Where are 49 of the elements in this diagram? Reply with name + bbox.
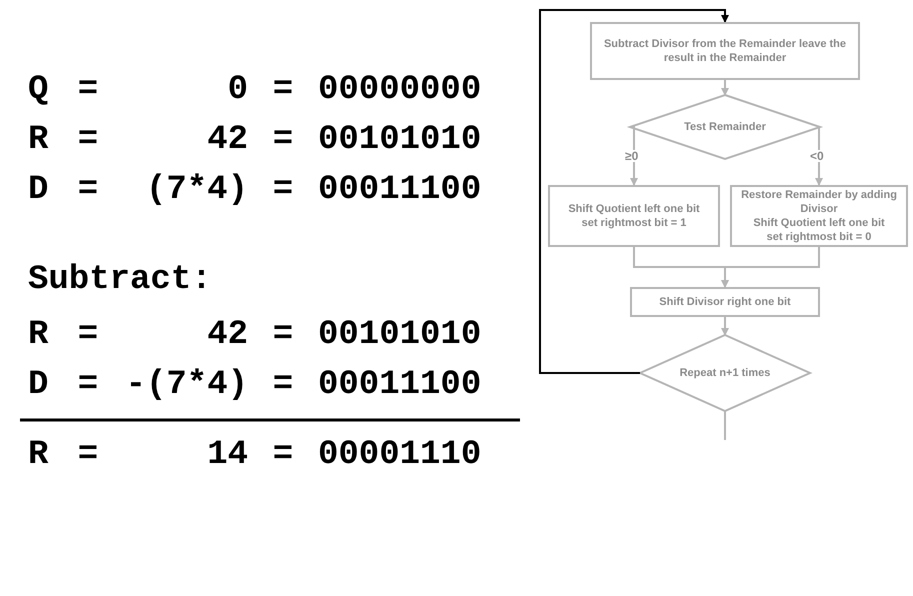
node-text: Restore Remainder by adding Divisor (740, 188, 898, 216)
connector-arrow (721, 80, 729, 96)
section-heading: Subtract: (28, 260, 212, 300)
equals-sign: = (272, 70, 294, 110)
connector-arrow (539, 9, 729, 374)
node-text: Subtract Divisor from the Remainder leave the result in the Remainder (602, 37, 848, 65)
equals-sign: = (76, 315, 100, 355)
decimal-value: 42 (206, 315, 248, 355)
process-box (730, 185, 908, 247)
node-text: Repeat n+1 times (680, 366, 770, 380)
node-text: set rightmost bit = 1 (582, 216, 686, 230)
binary-value: 00000000 (318, 70, 482, 110)
binary-value: 00101010 (318, 120, 482, 160)
equals-sign: = (272, 315, 294, 355)
equals-sign: = (272, 435, 294, 475)
variable-name: R (28, 315, 50, 355)
equals-sign: = (272, 170, 294, 210)
binary-value: 00011100 (318, 170, 482, 210)
node-text: Shift Divisor right one bit (659, 295, 791, 309)
equals-sign: = (272, 120, 294, 160)
binary-value: 00101010 (318, 315, 482, 355)
node-text: Shift Quotient left one bit (568, 202, 700, 216)
process-box (590, 22, 860, 80)
node-text: Shift Quotient left one bit (753, 216, 885, 230)
connector-arrow (721, 317, 729, 336)
equals-sign: = (76, 365, 100, 405)
connector-arrow (630, 126, 638, 186)
equals-sign: = (272, 365, 294, 405)
binary-value: 00001110 (318, 435, 482, 475)
variable-name: D (28, 170, 50, 210)
variable-name: D (28, 365, 50, 405)
variable-name: R (28, 435, 50, 475)
node-text: set rightmost bit = 0 (766, 230, 872, 244)
connector-arrow (721, 247, 820, 288)
variable-name: Q (28, 70, 50, 110)
decimal-value: -(7*4) (124, 365, 248, 405)
variable-name: R (28, 120, 50, 160)
process-box (630, 287, 820, 317)
decimal-value: 14 (206, 435, 248, 475)
equals-sign: = (76, 170, 100, 210)
decimal-value: (7*4) (144, 170, 248, 210)
decimal-value: 42 (206, 120, 248, 160)
equals-sign: = (76, 435, 100, 475)
equals-sign: = (76, 120, 100, 160)
binary-value: 00011100 (318, 365, 482, 405)
equals-sign: = (76, 70, 100, 110)
process-box (548, 185, 720, 247)
decimal-value: 0 (226, 70, 248, 110)
node-text: Test Remainder (684, 120, 766, 134)
